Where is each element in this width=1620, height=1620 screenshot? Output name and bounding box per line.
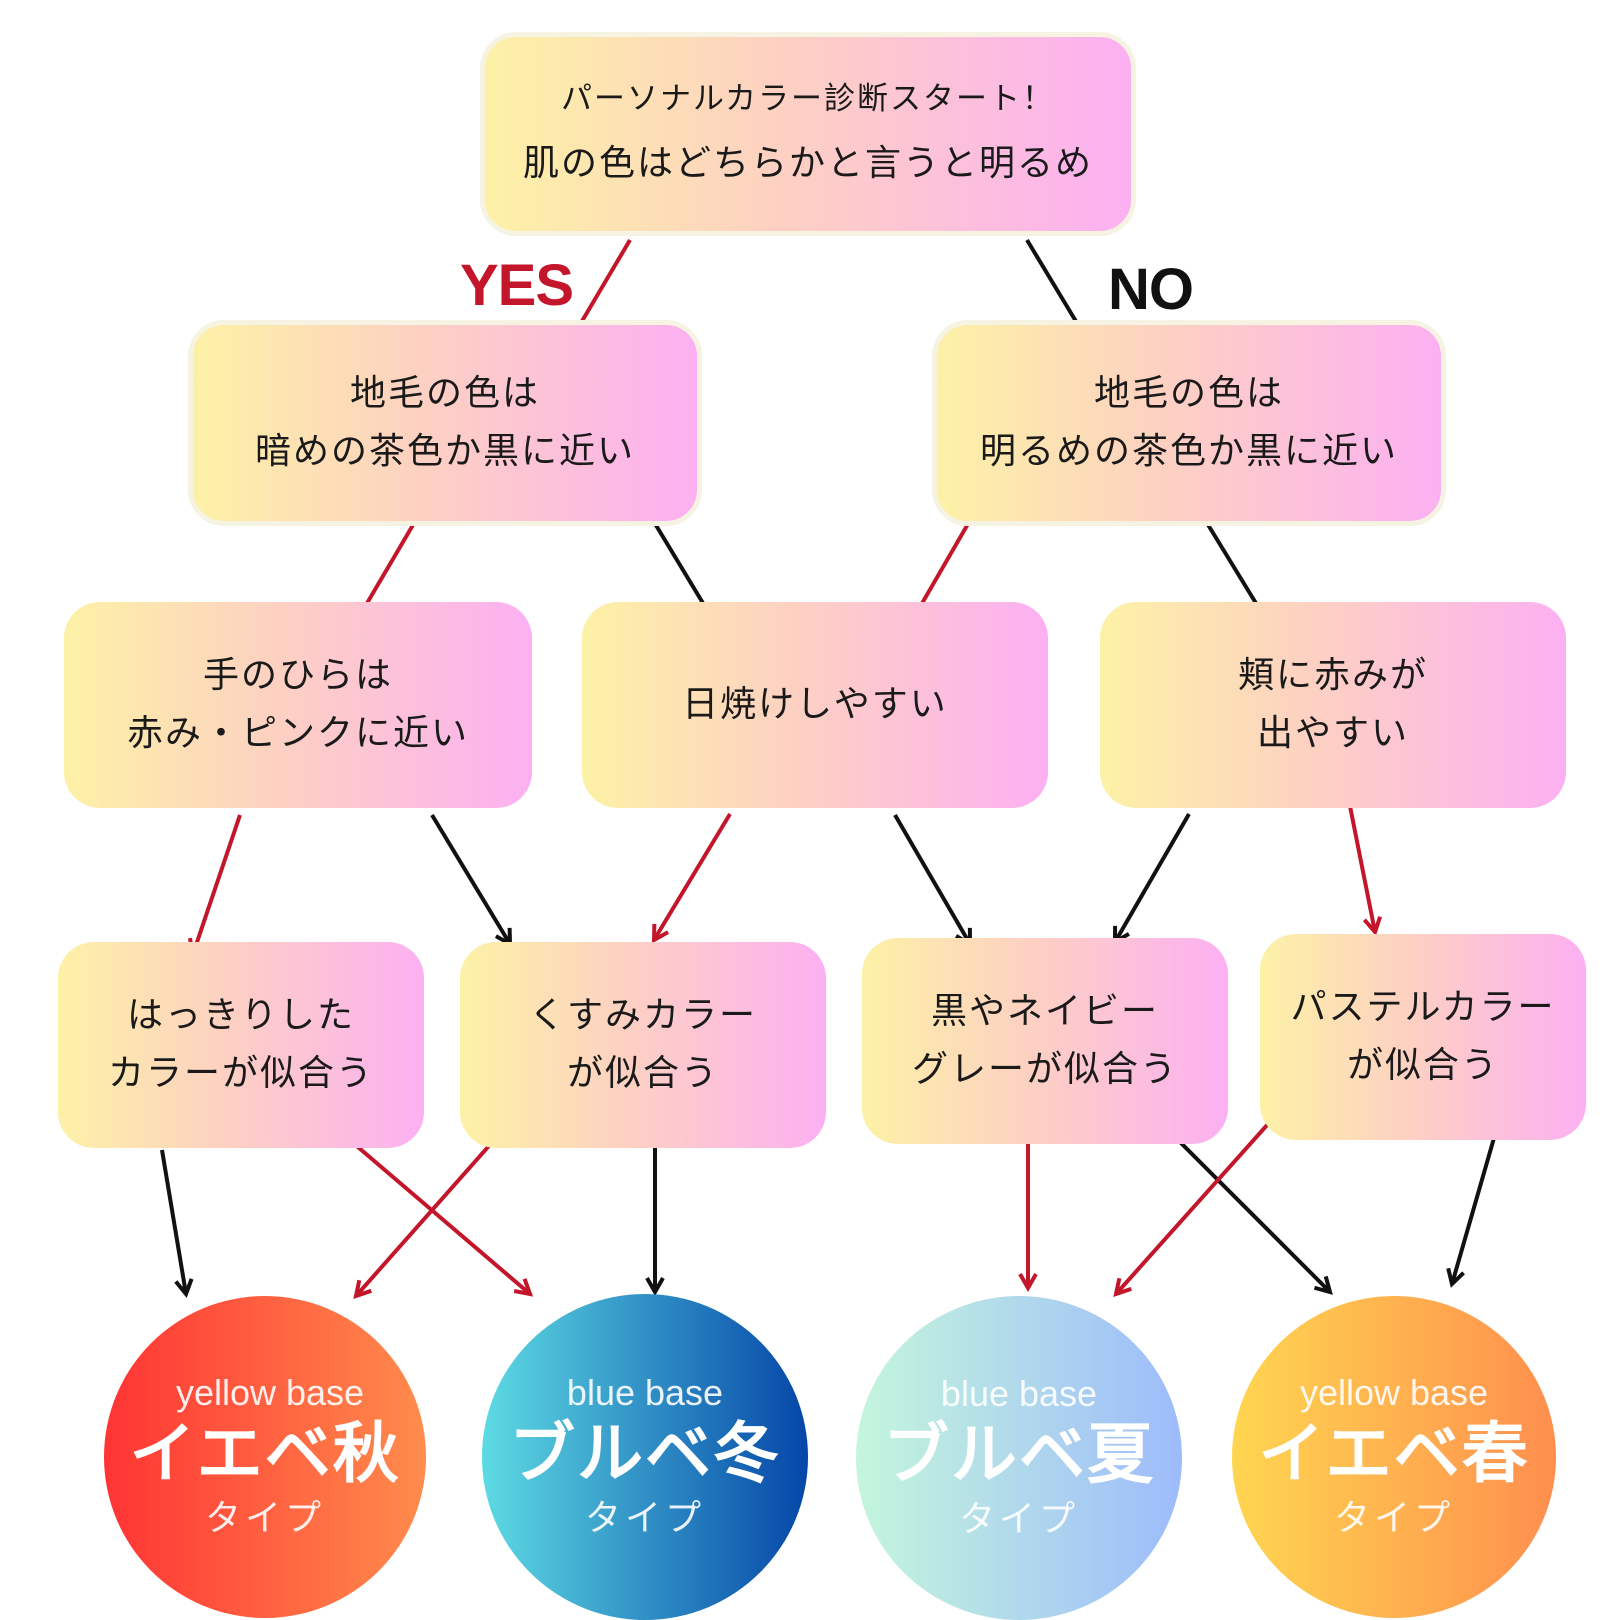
question-hair-light-line2: 明るめの茶色か黒に近い [979,431,1398,472]
color-pastel: パステルカラー が似合う [1260,934,1586,1140]
color-dusty-line2: が似合う [566,1053,719,1094]
question-hair-dark: 地毛の色は 暗めの茶色か黒に近い [188,320,702,526]
result-name: イエベ秋 [129,1415,401,1493]
color-clear-line2: カラーが似合う [107,1053,374,1094]
color-pastel-line1: パステルカラー [1290,987,1556,1029]
yes-label: YES [460,253,574,318]
question-hair-dark-line2: 暗めの茶色か黒に近い [254,431,635,472]
arrow-pastel-to-summer [1113,1122,1270,1298]
arrow-cheek-yes [1344,785,1383,936]
result-name: イエベ春 [1258,1415,1530,1493]
start-question: 肌の色はどちらかと言うと明るめ [522,143,1093,184]
arrow-pastel-to-spring [1446,1137,1496,1288]
question-hair-light-line1: 地毛の色は [1093,373,1284,415]
color-dark: 黒やネイビー グレーが似合う [862,938,1228,1144]
color-dusty: くすみカラー が似合う [460,942,826,1148]
color-dark-line2: グレーが似合う [911,1049,1178,1090]
question-tan: 日焼けしやすい [582,602,1048,808]
question-cheek: 頬に赤みが 出やすい [1100,602,1566,808]
result-kind: タイプ [958,1498,1079,1540]
start-node: パーソナルカラー診断スタート！ 肌の色はどちらかと言うと明るめ [480,32,1136,236]
arrow-dark-to-spring [1166,1128,1333,1295]
result-base: yellow base [1299,1372,1489,1414]
result-yellow-autumn: yellow base イエベ秋 タイプ [104,1296,426,1618]
result-kind: タイプ [1333,1497,1454,1539]
question-palm-line1: 手のひらは [202,655,393,697]
color-dusty-line1: くすみカラー [528,995,757,1037]
result-yellow-spring: yellow base イエベ春 タイプ [1232,1296,1556,1618]
question-cheek-line1: 頬に赤みが [1237,655,1428,697]
result-kind: タイプ [584,1497,705,1539]
arrow-cheek-no [1112,812,1191,946]
start-lead: パーソナルカラー診断スタート！ [560,81,1056,118]
result-name: ブルベ夏 [883,1416,1155,1494]
result-blue-winter: blue base ブルベ冬 タイプ [482,1294,808,1620]
color-pastel-line2: が似合う [1346,1045,1499,1086]
question-hair-dark-line1: 地毛の色は [349,373,540,415]
question-palm: 手のひらは 赤み・ピンクに近い [64,602,532,808]
question-cheek-line2: 出やすい [1256,713,1409,754]
result-base: yellow base [175,1372,365,1414]
result-base: blue base [566,1372,724,1414]
arrow-dusty-to-autumn [353,1128,505,1300]
arrow-tan-no [893,813,973,948]
arrow-clear-to-winter [350,1140,534,1297]
result-name: ブルベ冬 [509,1415,781,1493]
arrow-palm-no [430,813,513,948]
result-kind: タイプ [204,1497,325,1539]
question-hair-light: 地毛の色は 明るめの茶色か黒に近い [932,320,1446,526]
color-dark-line1: 黒やネイビー [930,991,1159,1033]
question-tan-line1: 日焼けしやすい [682,684,948,726]
result-blue-summer: blue base ブルベ夏 タイプ [856,1296,1182,1620]
arrow-clear-to-autumn [160,1149,194,1298]
arrow-tan-yes [651,812,732,944]
question-palm-line2: 赤み・ピンクに近い [126,713,469,754]
color-clear-line1: はっきりした [126,995,355,1037]
arrow-palm-yes [187,814,242,958]
result-base: blue base [940,1373,1098,1415]
color-clear: はっきりした カラーが似合う [58,942,424,1148]
no-label: NO [1108,257,1194,322]
